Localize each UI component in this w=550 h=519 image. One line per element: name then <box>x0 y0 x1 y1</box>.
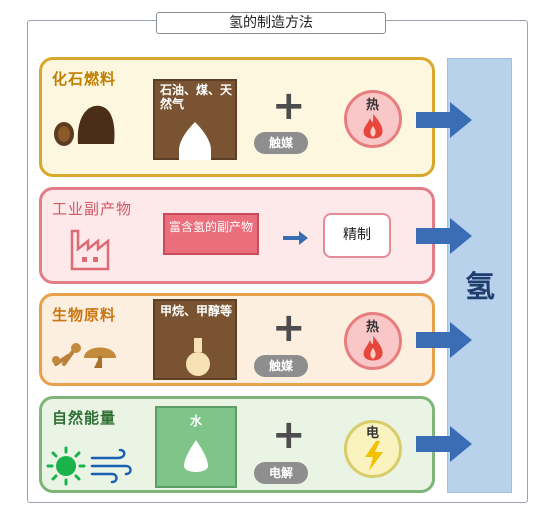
row-title-bio: 生物原料 <box>52 306 117 324</box>
lightning-icon <box>365 441 383 471</box>
electric-label: 电 <box>366 426 380 441</box>
catalyst-pill: 触媒 <box>254 355 308 377</box>
flask-icon <box>186 338 210 376</box>
sun-icon <box>46 446 86 486</box>
small-arrow-icon <box>283 231 308 245</box>
electrolysis-pill: 电解 <box>254 462 308 484</box>
arrow-to-hydrogen-4 <box>416 426 472 462</box>
heat-label: 热 <box>366 320 380 335</box>
oil-drop-icon <box>179 122 211 160</box>
heat-label: 热 <box>366 98 380 113</box>
wood-log-icon <box>54 105 115 146</box>
plus-icon: + <box>272 412 306 458</box>
plus-icon: + <box>272 305 306 351</box>
row-title-fossil: 化石燃料 <box>52 70 117 88</box>
refine-box: 精制 <box>323 213 391 258</box>
bio-source-label: 甲烷、甲醇等 <box>160 304 233 318</box>
wind-icon <box>90 448 132 484</box>
heat-circle <box>344 90 402 148</box>
byproduct-box: 富含氢的副产物 <box>163 213 259 255</box>
arrow-to-hydrogen-3 <box>416 322 472 358</box>
hydrogen-label: 氢 <box>465 270 495 305</box>
water-source-label: 水 <box>190 414 203 428</box>
plant-icon <box>52 343 116 368</box>
diagram-title: 氢的制造方法 <box>156 12 386 34</box>
row-title-natural: 自然能量 <box>52 409 117 427</box>
row-title-industrial: 工业副产物 <box>52 200 133 218</box>
arrow-to-hydrogen-2 <box>416 218 472 254</box>
factory-icon <box>70 229 110 271</box>
water-drop-icon <box>184 440 208 472</box>
plus-icon: + <box>272 83 306 129</box>
arrow-to-hydrogen-1 <box>416 102 472 138</box>
flame-icon <box>363 336 383 361</box>
electric-circle <box>344 420 402 478</box>
catalyst-pill: 触媒 <box>254 132 308 154</box>
flame-icon <box>363 114 383 139</box>
fossil-source-label: 石油、煤、天然气 <box>160 83 233 111</box>
